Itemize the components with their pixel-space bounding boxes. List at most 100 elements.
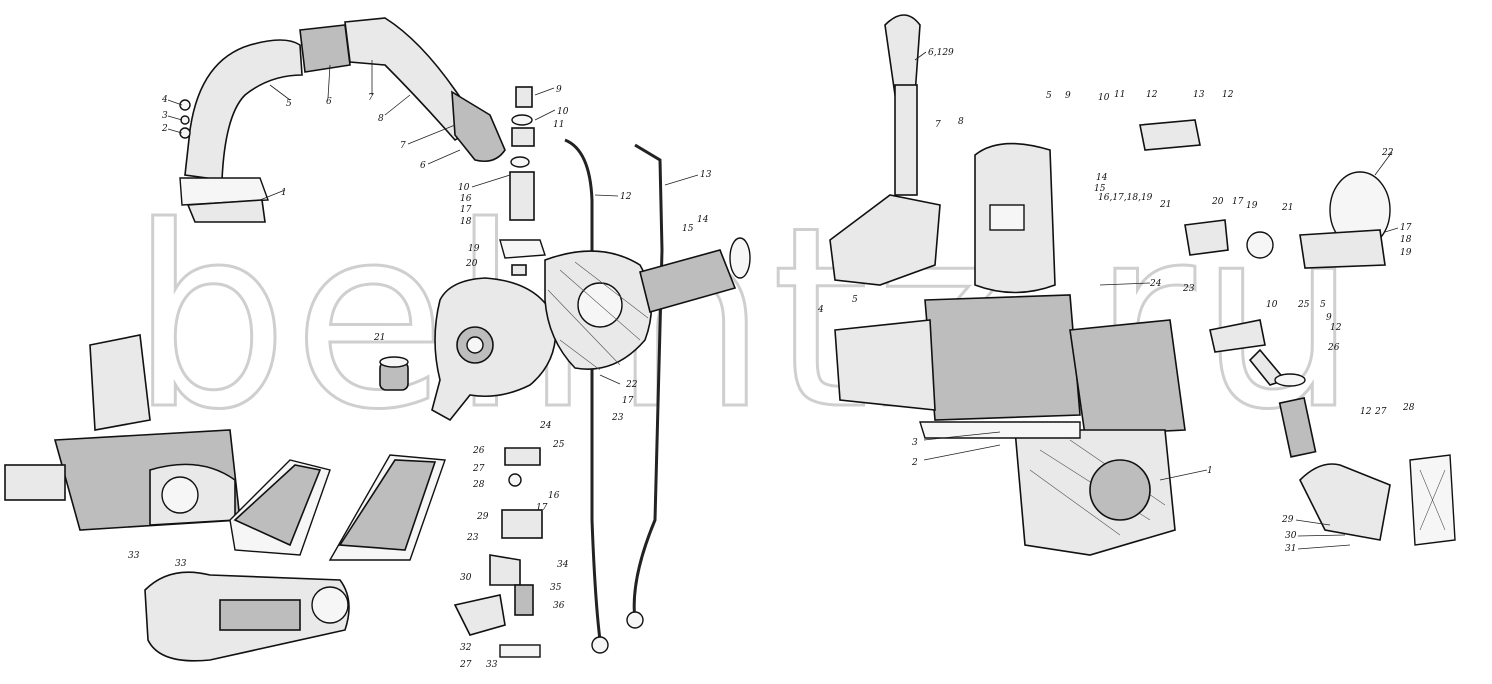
callout-33-starter: 33	[175, 559, 187, 569]
callout-15-r: 15	[1094, 184, 1106, 194]
callout-25-r: 25	[1297, 300, 1310, 310]
right-side-parts	[1139, 119, 1456, 546]
callout-10-mid-b: 10	[458, 183, 470, 193]
callout-27-mid: 27	[472, 464, 485, 474]
callout-19-mid: 19	[468, 244, 480, 254]
callout-28-r: 28	[1402, 403, 1415, 413]
callout-32-mid: 32	[460, 643, 472, 653]
callout-6-a: 6	[326, 97, 332, 107]
callout-13-mid: 13	[700, 170, 712, 180]
sheet-shields	[229, 454, 446, 561]
callout-26-r: 26	[1327, 343, 1340, 353]
callout-35-mid: 35	[550, 583, 562, 593]
callout-7-b: 7	[400, 141, 406, 151]
callout-17-mid: 17	[460, 205, 472, 215]
callout-14-mid: 14	[697, 215, 709, 225]
callout-31-r: 31	[1285, 544, 1296, 554]
callout-23-mid: 23	[611, 413, 624, 423]
callout-14-r: 14	[1096, 173, 1108, 183]
exhaust-pipe-assembly	[179, 17, 506, 223]
lower-fittings	[453, 447, 543, 658]
callout-30-r: 30	[1285, 531, 1297, 541]
callout-2-r: 2	[911, 458, 918, 468]
callout-4-left: 4	[161, 95, 168, 105]
callout-21-r: 21	[1159, 200, 1171, 210]
callout-12-r-d: 12	[1360, 407, 1372, 417]
callout-9-r-b: 9	[1326, 313, 1332, 323]
callout-8-r: 8	[958, 117, 964, 127]
callout-21-r-b: 21	[1281, 203, 1293, 213]
callout-27-mid-b: 27	[459, 660, 472, 670]
callout-1-pipe: 1	[281, 188, 287, 198]
callout-29-mid: 29	[476, 512, 489, 522]
callout-34-mid: 34	[557, 560, 569, 570]
small-engine-view	[4, 334, 241, 531]
callout-3-left: 3	[162, 111, 168, 121]
callout-25-mid: 25	[552, 440, 565, 450]
callout-13-r: 13	[1193, 90, 1205, 100]
turbocharger	[431, 237, 751, 422]
callout-22-mid: 22	[625, 380, 638, 390]
callout-17-mid-c: 17	[536, 503, 548, 513]
callout-36-mid: 36	[553, 601, 565, 611]
callout-16171819-r: 16,17,18,19	[1098, 193, 1153, 203]
callout-26-mid: 26	[472, 446, 485, 456]
callout-17-r: 17	[1232, 197, 1244, 207]
callout-17-mid-b: 17	[622, 396, 634, 406]
callout-1-r: 1	[1207, 466, 1213, 476]
callout-11-r: 11	[1114, 90, 1125, 100]
callout-6-b: 6	[420, 161, 426, 171]
callout-10-mid: 10	[557, 107, 569, 117]
callout-3-r: 3	[912, 438, 918, 448]
callout-18-r: 18	[1400, 235, 1412, 245]
callout-5-r-b: 5	[852, 295, 858, 305]
callout-19-r: 19	[1246, 201, 1258, 211]
fuel-pipes	[564, 138, 664, 654]
callout-10-r-b: 10	[1266, 300, 1278, 310]
callout-21-mid: 21	[373, 333, 385, 343]
callout-24-mid: 24	[539, 421, 552, 431]
callout-5-r: 5	[1046, 91, 1052, 101]
callout-9-r: 9	[1065, 91, 1071, 101]
callout-18-mid: 18	[460, 217, 472, 227]
callout-16-mid: 16	[460, 194, 472, 204]
callout-27-r: 27	[1374, 407, 1387, 417]
callout-2-left: 2	[161, 124, 168, 134]
callout-6129: 6,129	[928, 48, 954, 58]
callout-23-mid-b: 23	[466, 533, 479, 543]
main-engine	[829, 14, 1186, 556]
callout-12-r-b: 12	[1222, 90, 1234, 100]
callout-20-r: 20	[1211, 197, 1224, 207]
callout-30-mid: 30	[460, 573, 472, 583]
callout-17-r-b: 17	[1400, 223, 1412, 233]
callout-5-pipe: 5	[286, 99, 292, 109]
callout-4-r: 4	[817, 305, 824, 315]
callout-24-r: 24	[1149, 279, 1162, 289]
callout-23-r: 23	[1182, 284, 1195, 294]
callout-7-a: 7	[368, 93, 374, 103]
callout-11-mid: 11	[553, 120, 564, 130]
callout-33-engine: 33	[128, 551, 140, 561]
callout-20-mid: 20	[465, 259, 478, 269]
callout-10-r: 10	[1098, 93, 1110, 103]
callout-16-mid-b: 16	[548, 491, 560, 501]
callout-7-r: 7	[935, 120, 941, 130]
callout-28-mid: 28	[472, 480, 485, 490]
callout-29-r: 29	[1281, 515, 1294, 525]
callout-9-mid: 9	[556, 85, 562, 95]
bearing-21	[379, 356, 409, 391]
callout-5-r-c: 5	[1320, 300, 1326, 310]
callout-33-mid: 33	[486, 660, 498, 670]
fuel-fittings-column	[499, 86, 546, 276]
callout-15-mid: 15	[682, 224, 694, 234]
leader-lines	[167, 51, 1399, 550]
callout-22-r: 22	[1381, 148, 1394, 158]
callout-8-pipe: 8	[378, 114, 384, 124]
callout-12-r-c: 12	[1330, 323, 1342, 333]
starter-motor	[144, 571, 350, 662]
callout-12-r: 12	[1146, 90, 1158, 100]
callout-19-r-b: 19	[1400, 248, 1412, 258]
callout-labels: 4 3 2 5 1 6 7 8 7 6 9 10 11 10 16 17 18 …	[128, 48, 1415, 670]
callout-12-mid: 12	[620, 192, 632, 202]
